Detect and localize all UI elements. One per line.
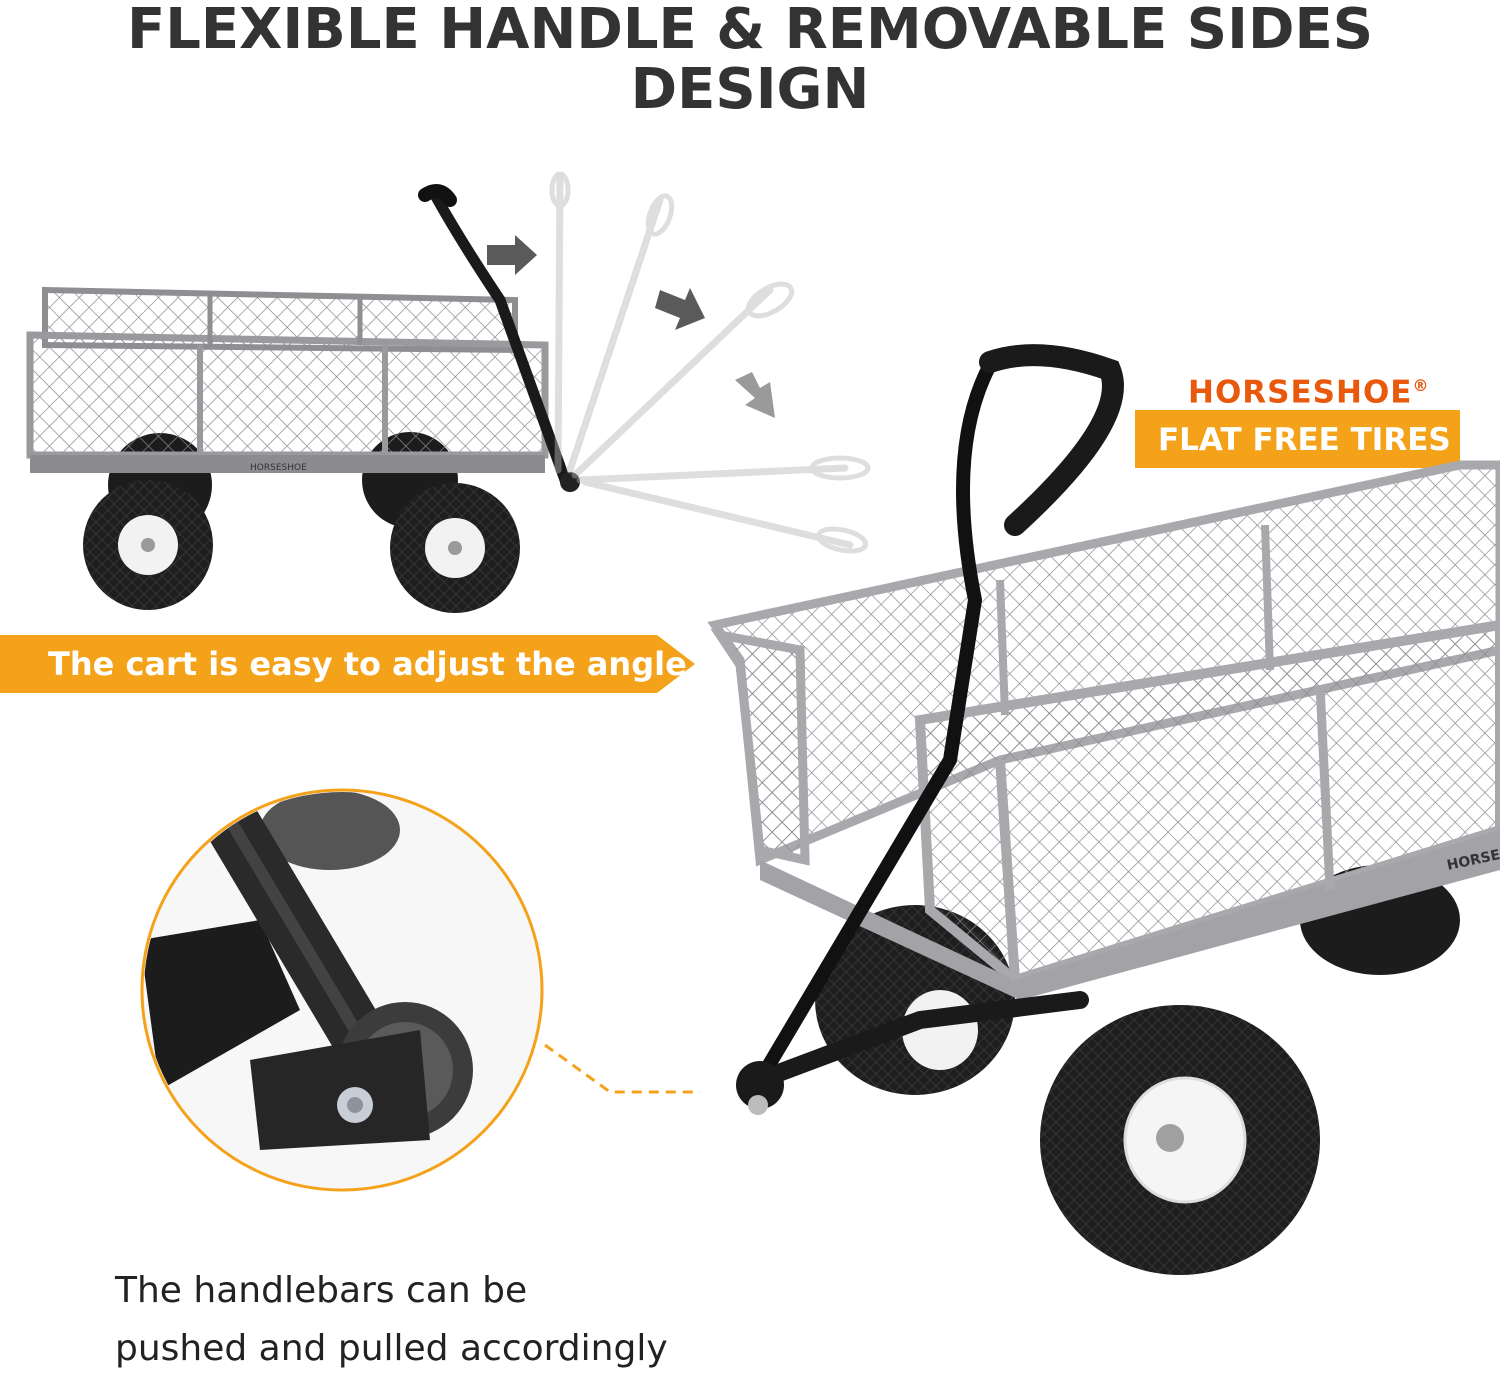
arrow-right-icon [487,235,537,275]
caption-line-1: The handlebars can be [115,1270,528,1311]
handle-joint-detail [140,788,700,1192]
large-cart-illustration: HORSESHOE [707,344,1500,1275]
trademark-symbol: ® [1412,376,1430,395]
right-banner-shape [1135,410,1460,468]
small-cart-handle [429,189,571,486]
small-cart-brand-label: HORSESHOE [250,463,307,473]
detail-connector-line [544,1043,700,1094]
small-cart-illustration: HORSESHOE [26,184,580,613]
brand-name: HORSESHOE® [1188,366,1429,412]
arrow-down-right-icon [655,288,705,330]
small-cart-floor [30,455,545,473]
arrow-down-icon [735,372,775,418]
large-cart-left-panel [710,628,810,866]
small-cart-bed-front [26,331,549,459]
brand-name-text: HORSESHOE [1188,374,1413,411]
headline: FLEXIBLE HANDLE & REMOVABLE SIDES DESIGN [126,0,1374,122]
large-cart-handle-grip [979,344,1124,536]
caption: The handlebars can be pushed and pulled … [115,1262,715,1378]
handle-motion-ghosts [549,171,871,554]
caption-line-2: pushed and pulled accordingly [115,1328,668,1369]
right-banner-text: FLAT FREE TIRES [1158,422,1451,458]
large-cart-floor [760,830,1500,1000]
small-cart-front-left-hub-icon [141,538,155,552]
large-cart-front-hub-icon [1156,1124,1184,1152]
small-cart-front-right-hub-icon [448,541,462,555]
motion-arrow-icons [487,235,775,418]
left-banner-text: The cart is easy to adjust the angle [48,645,687,683]
left-banner-shape [0,635,695,693]
large-cart-handle [753,358,997,1087]
